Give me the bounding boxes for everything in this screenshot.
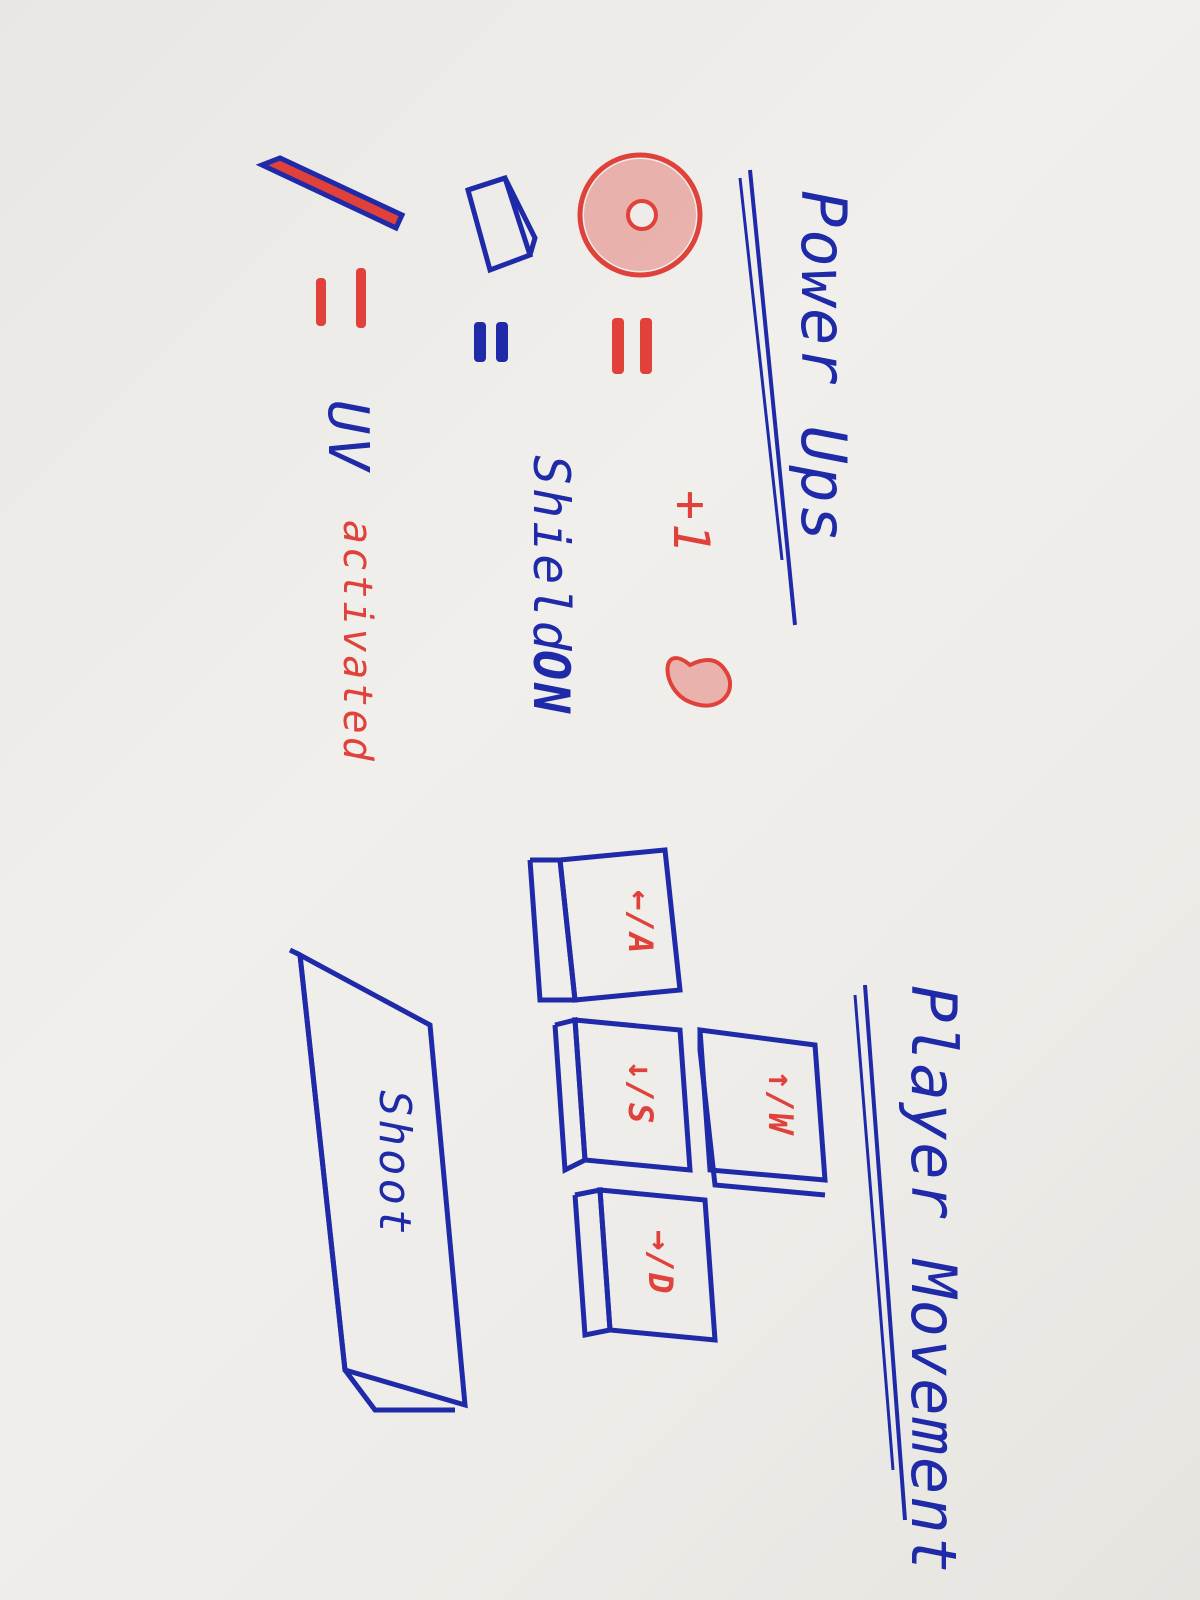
key-right: →/D bbox=[640, 1230, 680, 1295]
power-up-uv-suffix: activated bbox=[334, 520, 380, 764]
player-movement-underline bbox=[863, 984, 907, 1521]
stick-icon bbox=[255, 155, 406, 232]
key-left: ←/A bbox=[620, 890, 660, 955]
heart-icon bbox=[665, 656, 732, 708]
blue-equals-icon bbox=[474, 322, 508, 362]
red-disc-icon bbox=[577, 152, 703, 278]
player-movement-title: Player Movement bbox=[897, 985, 970, 1575]
power-up-uv-label: UV bbox=[315, 400, 380, 474]
key-up-cap bbox=[697, 1027, 828, 1198]
key-up: ↑/W bbox=[760, 1070, 800, 1135]
player-movement-underline-2 bbox=[853, 994, 895, 1471]
red-equals-uv-icon bbox=[316, 268, 366, 328]
key-right-cap bbox=[572, 1186, 718, 1343]
power-up-shield-suffix: ON bbox=[522, 650, 580, 717]
key-down: ↓/S bbox=[620, 1060, 660, 1125]
key-shoot-cap bbox=[288, 947, 468, 1413]
power-up-plus-one: +1 bbox=[662, 490, 720, 557]
key-left-cap bbox=[527, 847, 683, 1003]
power-ups-underline bbox=[748, 169, 797, 626]
power-ups-underline-2 bbox=[738, 177, 784, 561]
cube-icon bbox=[464, 174, 538, 274]
power-up-shield-label: Shield bbox=[522, 455, 580, 654]
key-down-cap bbox=[552, 1016, 693, 1174]
key-shoot: Shoot bbox=[369, 1090, 420, 1238]
red-equals-icon bbox=[612, 318, 652, 374]
power-ups-title: Power Ups bbox=[787, 190, 860, 544]
